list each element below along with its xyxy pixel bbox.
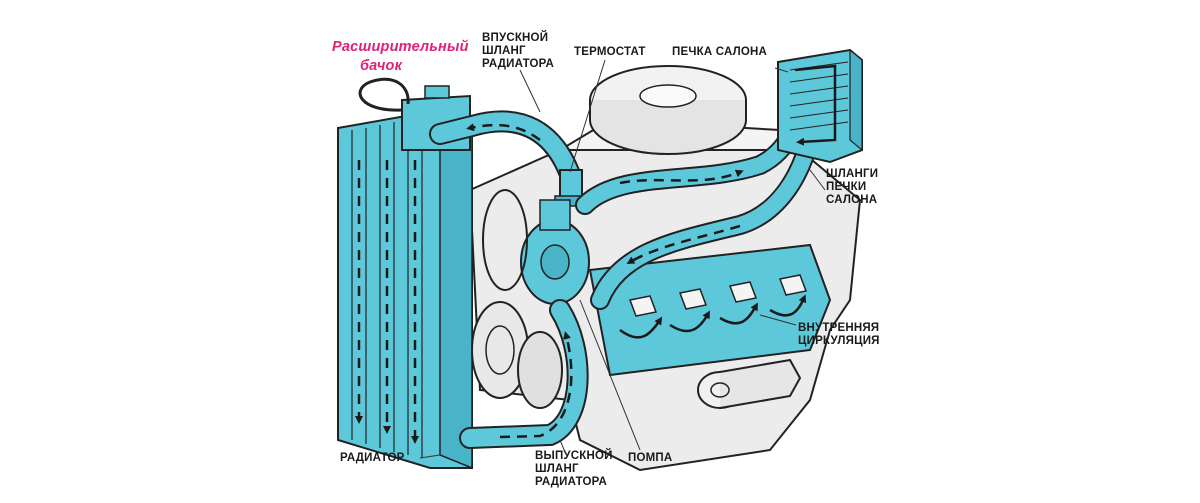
radiator <box>337 108 473 470</box>
label-radiator: РАДИАТОР <box>340 452 405 464</box>
water-jacket <box>588 243 832 377</box>
cabin-heater-core <box>777 48 863 164</box>
leader-lines <box>419 59 826 459</box>
label-expansion-tank: Расширительный бачок <box>332 39 469 74</box>
outlet-hose <box>459 299 589 449</box>
label-outlet-hose: ВЫПУСКНОЙ ШЛАНГ РАДИАТОРА <box>535 450 613 488</box>
water-pump <box>520 199 590 305</box>
pulleys <box>471 189 563 409</box>
label-inlet-hose: ВПУСКНОЙ ШЛАНГ РАДИАТОРА <box>482 32 555 70</box>
label-heater-hoses: ШЛАНГИ ПЕЧКИ САЛОНА <box>826 168 879 206</box>
air-filter <box>589 65 747 155</box>
label-pump: ПОМПА <box>628 452 673 464</box>
label-thermostat: ТЕРМОСТАТ <box>574 46 646 58</box>
label-cabin-heater: ПЕЧКА САЛОНА <box>672 46 768 58</box>
inlet-hose <box>429 110 583 191</box>
label-internal-circulation: ВНУТРЕННЯЯ ЦИРКУЛЯЦИЯ <box>798 322 880 347</box>
starter-motor <box>697 358 802 409</box>
